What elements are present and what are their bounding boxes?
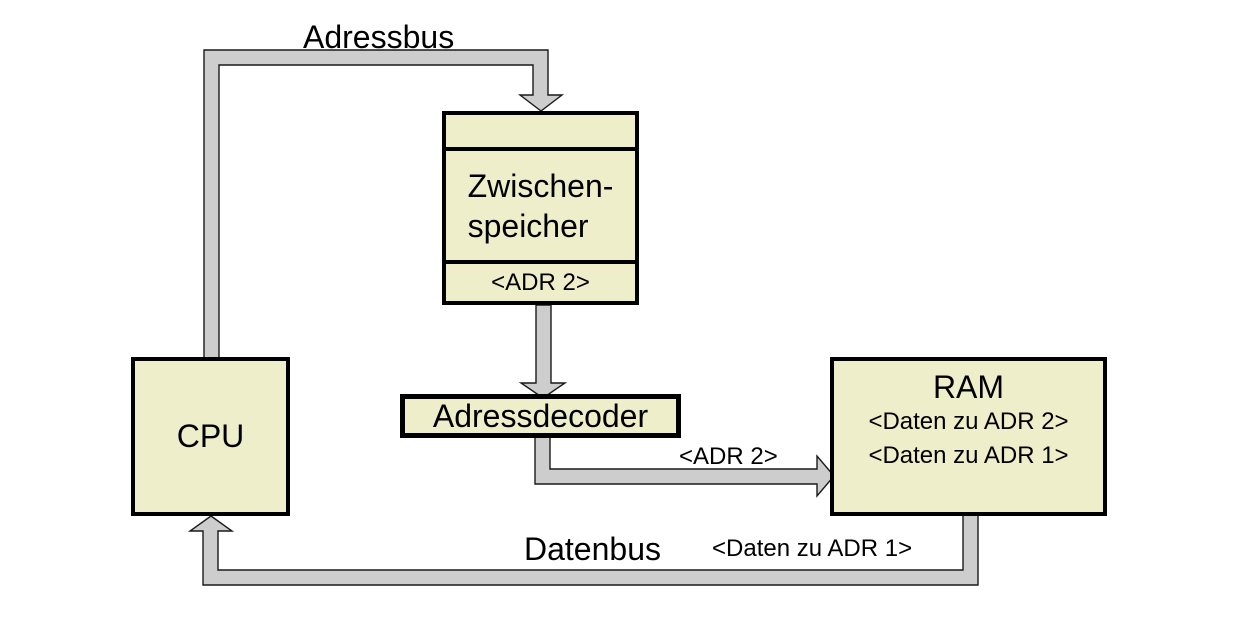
adressdecoder-node: Adressdecoder [400, 394, 681, 438]
ram-label: RAM [932, 369, 1005, 405]
ram-data-row: <Daten zu ADR 1> [868, 442, 1069, 469]
zwischenspeicher-node: Zwischen- speicher <ADR 2> [442, 111, 639, 305]
datenbus-label: Datenbus [524, 531, 661, 567]
cpu-label: CPU [176, 418, 245, 454]
cpu-node: CPU [131, 357, 290, 516]
zwischenspeicher-empty-slot [446, 115, 635, 151]
zwischenspeicher-body: Zwischen- speicher [446, 151, 635, 264]
decoder-to-ram-payload-label: <ADR 2> [679, 443, 778, 470]
zwischenspeicher-address-slot: <ADR 2> [446, 264, 635, 301]
adressbus-label: Adressbus [303, 19, 455, 55]
ram-node: RAM <Daten zu ADR 2> <Daten zu ADR 1> [830, 357, 1107, 516]
decoder-to-ram-pipe [534, 435, 835, 498]
adressbus-pipe [203, 49, 565, 359]
ram-data-row: <Daten zu ADR 2> [868, 408, 1069, 435]
zwischenspeicher-label: Zwischen- speicher [467, 167, 614, 244]
zwischenspeicher-address-value: <ADR 2> [491, 268, 590, 296]
buffer-to-decoder-pipe [518, 304, 568, 399]
adressdecoder-label: Adressdecoder [432, 397, 649, 434]
datenbus-payload-label: <Daten zu ADR 1> [712, 535, 913, 562]
